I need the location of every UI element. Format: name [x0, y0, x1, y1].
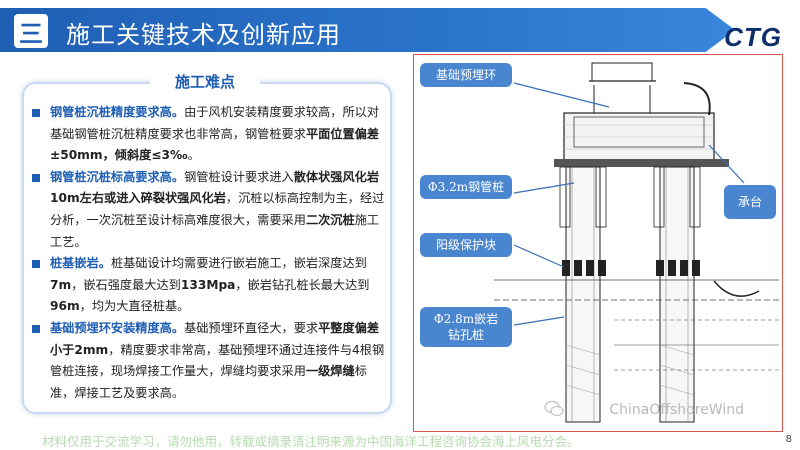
body-text: ，均为大直径桩基。: [79, 299, 190, 314]
body-text: 施工工艺。: [50, 212, 380, 249]
body-text: ，嵌岩钻孔桩长最大达到: [235, 277, 370, 292]
watermark: ChinaOffshoreWind: [609, 402, 744, 418]
square-bullet-icon: [32, 173, 40, 182]
emphasis-text: 平面位置偏差±50mm，倾斜度≤3‰: [50, 126, 380, 163]
callout-anode-block-label: 阳级保护块: [435, 238, 496, 252]
difficulty-heading: 桩基嵌岩。: [50, 256, 111, 271]
body-text: 标准，焊接工艺及要求高。: [50, 364, 367, 400]
panel-title-wrap: 施工难点: [150, 70, 260, 94]
difficulty-item: 桩基嵌岩。桩基础设计均需要进行嵌岩施工，嵌岩深度达到 7m，嵌石强度最大达到133…: [30, 253, 386, 318]
difficulty-heading: 钢管桩沉桩精度要求高。: [50, 105, 185, 119]
foundation-drawing: 基础预埋环 Φ3.2m钢管桩 承台 阳级保护块 Φ2.8m嵌岩 钻孔桩: [413, 54, 783, 432]
body-text: ，精度要求非常高，基础预埋环通过连接件与4根钢管桩连接，现场焊接工作量大，焊缝均…: [50, 342, 385, 379]
page-number: 8: [785, 434, 792, 445]
callout-embedded-ring-label: 基础预埋环: [435, 68, 496, 82]
callout-steel-pile: Φ3.2m钢管桩: [420, 175, 512, 199]
square-bullet-icon: [32, 324, 40, 333]
callout-cap: 承台: [724, 185, 776, 219]
body-text: 基础预埋环直径大，要求: [184, 320, 319, 335]
menu-icon[interactable]: 三: [14, 14, 48, 48]
emphasis-text: 96m: [50, 299, 80, 314]
body-text: 。: [187, 148, 200, 163]
body-text: 由于风机安装精度要求较高，所以对基础钢管桩沉桩精度要求也非常高，钢管桩要求: [50, 105, 380, 141]
difficulty-item: 钢管桩沉桩标高要求高。钢管桩设计要求进入散体状强风化岩10m左右或进入碎裂状强风…: [30, 167, 386, 253]
body-text: 桩基础设计均需要进行嵌岩施工，嵌岩深度达到: [110, 256, 367, 271]
emphasis-text: 7m: [50, 277, 72, 292]
footer-notice: 材料仅用于交流学习，请勿他用，转载或摘录请注明来源为中国海洋工程咨询协会海上风电…: [42, 434, 580, 449]
panel-body: 钢管桩沉桩精度要求高。由于风机安装精度要求较高，所以对基础钢管桩沉桩精度要求也非…: [30, 102, 386, 404]
difficulties-panel: [22, 82, 392, 414]
emphasis-text: 散体状强风化岩10m左右或进入碎裂状强风化岩: [50, 169, 380, 206]
difficulty-item: 钢管桩沉桩精度要求高。由于风机安装精度要求较高，所以对基础钢管桩沉桩精度要求也非…: [30, 102, 386, 167]
emphasis-text: 二次沉桩: [305, 212, 355, 227]
ctg-logo: CTG: [724, 22, 782, 52]
body-text: ，嵌石强度最大达到: [71, 277, 181, 292]
difficulty-heading: 基础预埋环安装精度高。: [50, 320, 185, 335]
square-bullet-icon: [32, 260, 40, 269]
panel-title: 施工难点: [174, 73, 235, 91]
callout-bored-pile: Φ2.8m嵌岩 钻孔桩: [420, 307, 512, 347]
emphasis-text: 一级焊缝: [305, 364, 355, 379]
body-text: ，沉桩以标高控制为主，经过分析，一次沉桩至设计标高难度很大，需要采用: [50, 191, 385, 227]
emphasis-text: 133Mpa: [180, 277, 236, 292]
callout-bored-pile-line2: 钻孔桩: [447, 328, 484, 342]
callout-steel-pile-label: Φ3.2m钢管桩: [427, 180, 505, 194]
emphasis-text: 平整度偏差小于2mm: [50, 320, 380, 357]
callout-cap-label: 承台: [737, 195, 762, 209]
foundation-section-svg: [494, 62, 779, 423]
square-bullet-icon: [32, 109, 40, 117]
callout-embedded-ring: 基础预埋环: [420, 63, 512, 87]
header-bar: [0, 8, 735, 52]
difficulty-item: 基础预埋环安装精度高。基础预埋环直径大，要求平整度偏差小于2mm，精度要求非常高…: [30, 318, 386, 404]
callout-anode-block: 阳级保护块: [420, 233, 512, 257]
body-text: 钢管桩设计要求进入: [184, 169, 294, 184]
callout-bored-pile-line1: Φ2.8m嵌岩: [433, 312, 499, 326]
page-title: 施工关键技术及创新应用: [66, 21, 341, 49]
menu-glyph: 三: [19, 19, 43, 48]
wechat-icon: [544, 400, 564, 417]
difficulty-heading: 钢管桩沉桩标高要求高。: [50, 169, 185, 184]
